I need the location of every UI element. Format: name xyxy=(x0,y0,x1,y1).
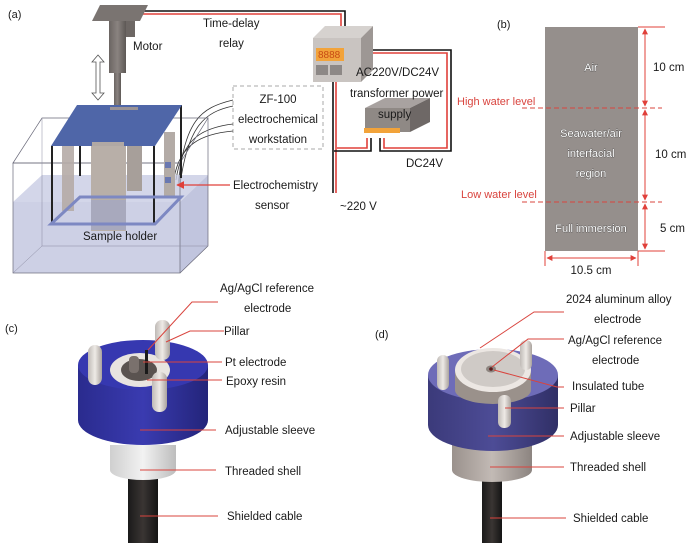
sensor-label-1: Electrochemistry xyxy=(233,180,318,192)
sensor-c-drawing xyxy=(78,320,208,543)
callouts-d xyxy=(479,311,566,519)
panel-d: (d) 2024 aluminum alloy electrode xyxy=(375,294,672,543)
sensor-d-drawing xyxy=(428,340,558,543)
c-sleeve-label: Adjustable sleeve xyxy=(225,425,315,437)
c-cable-label: Shielded cable xyxy=(227,511,302,523)
time-delay-label-1: Time-delay xyxy=(203,18,260,30)
water-tank xyxy=(12,117,209,274)
shielded-cable-c xyxy=(128,470,158,543)
sensor-cables xyxy=(173,99,234,186)
panel-b: (b) Air Seawater/air interfacial region … xyxy=(457,19,686,277)
d-ref-label-1: Ag/AgCl reference xyxy=(568,335,662,347)
d-al-label-1: 2024 aluminum alloy xyxy=(566,294,672,306)
zone-air: Air xyxy=(584,62,598,74)
workstation-label-1: ZF-100 xyxy=(259,94,296,106)
relay-display: 8888 xyxy=(318,50,341,61)
panel-a: (a) Motor Time-delay relay xyxy=(8,5,452,274)
threaded-shell-c xyxy=(110,445,176,480)
d-al-label-2: electrode xyxy=(594,314,641,326)
low-water-label: Low water level xyxy=(461,189,537,201)
workstation-label-2: electrochemical xyxy=(238,114,318,126)
callouts-c xyxy=(140,301,224,517)
transformer-label-2: transformer power xyxy=(350,88,443,100)
dim-immersion-label: 5 cm xyxy=(660,223,685,235)
dim-interface-label: 10 cm xyxy=(655,149,686,161)
panel-d-tag: (d) xyxy=(375,329,388,341)
dc24v-label: DC24V xyxy=(406,158,443,170)
power-wires xyxy=(332,49,452,193)
motor-label: Motor xyxy=(133,41,163,53)
transformer-label-1: AC220V/DC24V xyxy=(356,67,439,79)
zone-full-immersion: Full immersion xyxy=(555,223,627,235)
sensor-label-2: sensor xyxy=(255,200,290,212)
shielded-cable-d xyxy=(482,475,502,543)
sample-specimen xyxy=(545,27,638,251)
time-delay-relay: 8888 xyxy=(313,26,373,82)
up-down-arrow-icon xyxy=(91,54,105,101)
c-shell-label: Threaded shell xyxy=(225,466,301,478)
time-delay-label-2: relay xyxy=(219,38,244,50)
panel-c: (c) Ag/AgCl reference electrode Pillar xyxy=(5,283,315,543)
c-ref-label-1: Ag/AgCl reference xyxy=(220,283,314,295)
d-cable-label: Shielded cable xyxy=(573,513,648,525)
workstation-label-3: workstation xyxy=(248,134,307,146)
transformer-power-supply xyxy=(364,98,430,133)
panel-b-tag: (b) xyxy=(497,19,510,31)
high-water-label: High water level xyxy=(457,96,535,108)
motor-relay-wires xyxy=(143,10,346,27)
d-pillar-label: Pillar xyxy=(570,403,596,415)
zone-interface-1: Seawater/air xyxy=(560,128,622,140)
panel-c-tag: (c) xyxy=(5,323,18,335)
ac220v-label: ~220 V xyxy=(340,201,377,213)
c-epoxy-label: Epoxy resin xyxy=(226,376,286,388)
panel-a-tag: (a) xyxy=(8,9,21,21)
c-pt-label: Pt electrode xyxy=(225,357,286,369)
d-ref-label-2: electrode xyxy=(592,355,639,367)
d-shell-label: Threaded shell xyxy=(570,462,646,474)
c-pillar-label: Pillar xyxy=(224,326,250,338)
d-sleeve-label: Adjustable sleeve xyxy=(570,431,660,443)
sample-holder xyxy=(47,105,185,231)
d-tube-label: Insulated tube xyxy=(572,381,644,393)
dim-air-label: 10 cm xyxy=(653,62,684,74)
c-ref-label-2: electrode xyxy=(244,303,291,315)
motor xyxy=(92,5,148,125)
workstation-box xyxy=(232,85,324,150)
transformer-label-3: supply xyxy=(378,109,411,121)
zone-interface-3: region xyxy=(576,168,607,180)
zone-interface-2: interfacial xyxy=(567,148,614,160)
sample-holder-label: Sample holder xyxy=(83,231,157,243)
dim-width-label: 10.5 cm xyxy=(571,265,612,277)
